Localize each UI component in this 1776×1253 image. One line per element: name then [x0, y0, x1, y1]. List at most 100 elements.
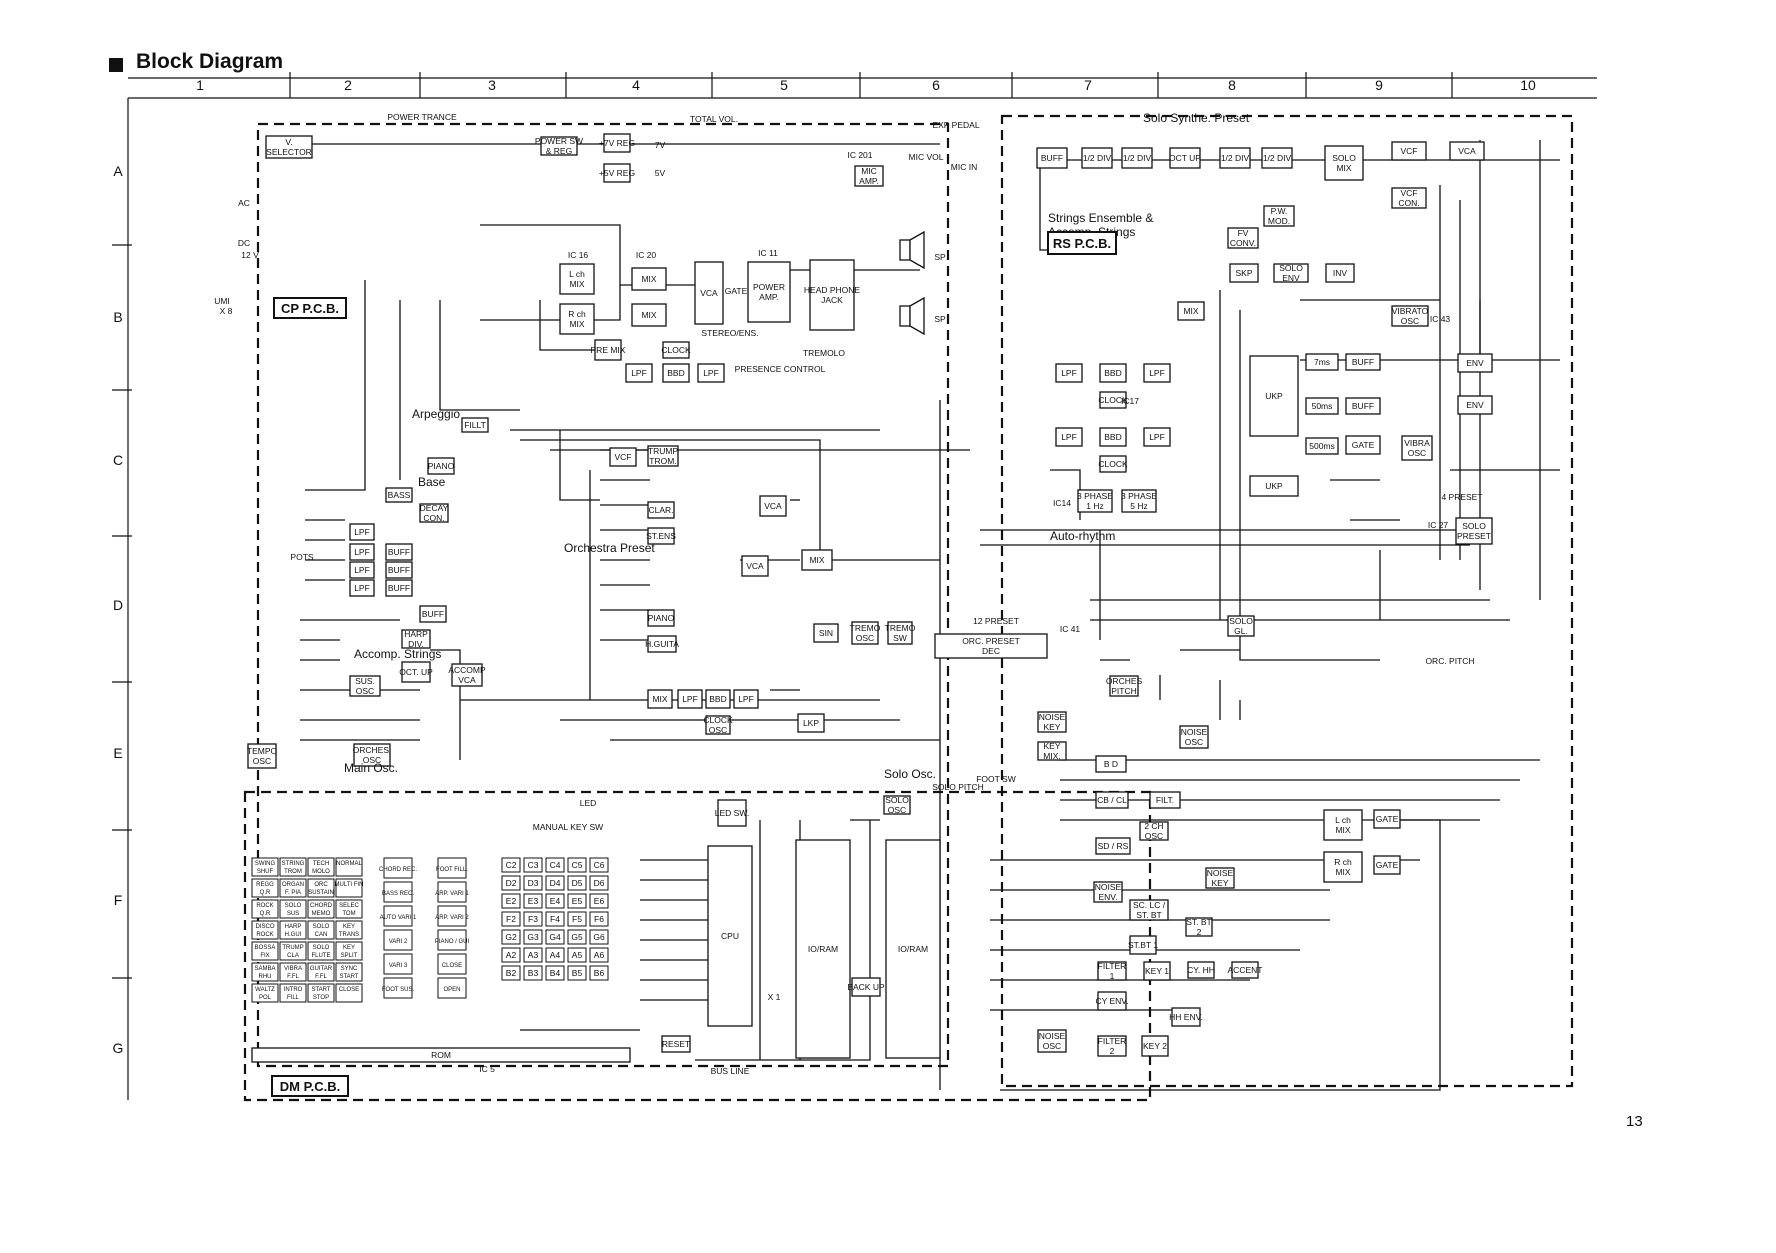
block-lpf-s2: LPF [1143, 363, 1171, 383]
block-label-io-ram-2: IO/RAM [898, 944, 928, 954]
block-lkp: LKP [797, 713, 825, 733]
chord-switch-4: VARI 3 [383, 953, 413, 975]
key-A5: A5 [567, 947, 587, 963]
label-ac: AC [238, 198, 250, 208]
block-ukp-2: UKP [1249, 475, 1299, 497]
key-B3: B3 [523, 965, 543, 981]
block-buff-2: BUFF [1345, 397, 1381, 415]
key-label-D5: D5 [572, 878, 583, 888]
panel-switch-3: NORMAL [335, 857, 363, 877]
column-label-1: 1 [196, 77, 204, 93]
key-label-F5: F5 [572, 914, 582, 924]
block-ms7: 7ms [1305, 353, 1339, 371]
block-vca-solo: VCA [1449, 141, 1485, 161]
block-label-div-4: 1/2 DIV [1263, 153, 1292, 163]
block-label-vcf-solo: VCF [1401, 146, 1418, 156]
row-label-F: F [114, 892, 123, 908]
block-label-lpf-a: LPF [631, 368, 647, 378]
key-A2: A2 [501, 947, 521, 963]
block-ms500: 500ms [1305, 437, 1339, 455]
key-label-G5: G5 [571, 932, 583, 942]
key-E4: E4 [545, 893, 565, 909]
label-preset-4: 4 PRESET [1441, 492, 1482, 502]
key-B6: B6 [589, 965, 609, 981]
section-auto-rhythm: Auto-rhythm [1050, 529, 1115, 543]
column-label-10: 10 [1520, 77, 1536, 93]
key-A3: A3 [523, 947, 543, 963]
block-label-buff-2: BUFF [1352, 401, 1374, 411]
grid-frame [127, 77, 1597, 1100]
label-sp-r: SP [934, 314, 946, 324]
block-label-cy-env: CY ENV. [1095, 996, 1128, 1006]
block-mix-ic24: MIX [1177, 301, 1205, 321]
label-solo-pitch: SOLO PITCH [932, 782, 983, 792]
key-label-G3: G3 [527, 932, 539, 942]
block-buff-q21: BUFF [1036, 147, 1068, 169]
block-vca-main: VCA [694, 261, 724, 325]
key-B5: B5 [567, 965, 587, 981]
label-led: LED [580, 798, 597, 808]
panel-switch-27: CLOSE [335, 983, 363, 1003]
block-label-v-selector: V.SELECTOR [266, 137, 312, 157]
block-bbd-s1: BBD [1099, 363, 1127, 383]
block-label-accent: ACCENT [1228, 965, 1263, 975]
block-power-sw: POWER SW& REG [535, 136, 583, 156]
pcb-label-cp-text: CP P.C.B. [281, 301, 339, 316]
label-manual-key-sw: MANUAL KEY SW [533, 822, 603, 832]
block-piano-q38: PIANO [647, 609, 675, 627]
block-gate-q50: GATE [1345, 435, 1381, 455]
chord-switch-label-8: ARP. VARI 2 [435, 915, 469, 921]
block-buff-ic7b: BUFF [419, 605, 447, 623]
label-umi: UMI [214, 296, 230, 306]
key-label-A3: A3 [528, 950, 539, 960]
key-C6: C6 [589, 857, 609, 873]
block-label-lpf-s1: LPF [1061, 368, 1077, 378]
block-label-orches-osc: ORCHES.OSC [353, 745, 392, 765]
block-label-div-3: 1/2 DIV [1221, 153, 1250, 163]
key-C4: C4 [545, 857, 565, 873]
key-label-D2: D2 [506, 878, 517, 888]
chord-switch-7: ARP. VARI 1 [435, 881, 469, 903]
key-label-C4: C4 [550, 860, 561, 870]
block-label-key-2: KEY 2 [1143, 1041, 1167, 1051]
block-accent: ACCENT [1228, 961, 1263, 979]
key-label-B2: B2 [506, 968, 517, 978]
block-key-2: KEY 2 [1141, 1035, 1169, 1057]
